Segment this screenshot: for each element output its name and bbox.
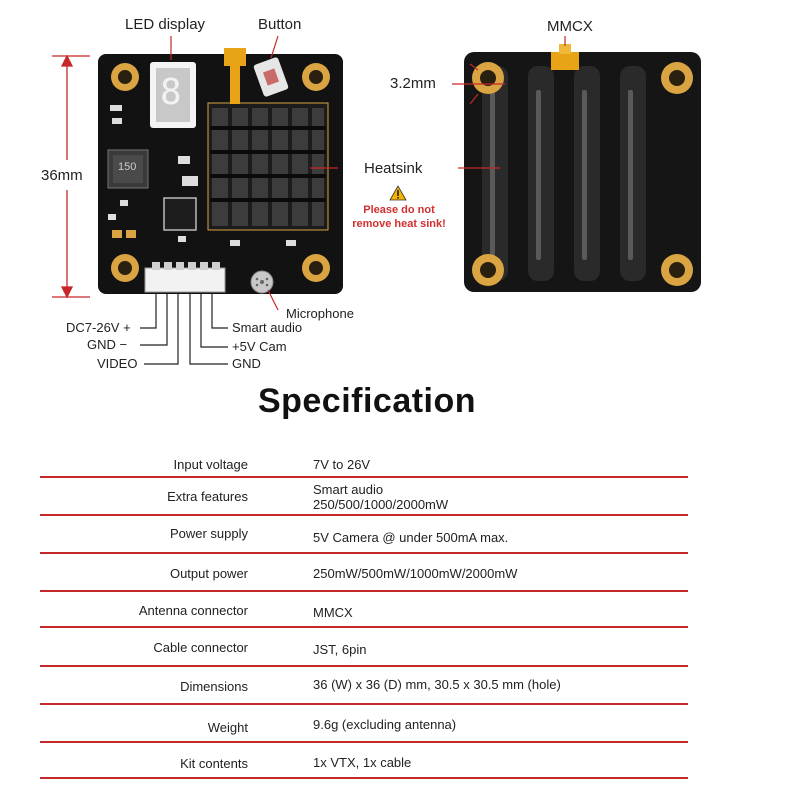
heatsink-warning: Please do not remove heat sink! (340, 203, 458, 231)
spec-value: MMCX (313, 605, 353, 620)
smd-components (108, 105, 296, 246)
label-leader-lines (452, 36, 566, 169)
warning-line-2: remove heat sink! (352, 218, 446, 230)
pcb-front (98, 35, 343, 365)
spec-name: Output power (169, 566, 248, 581)
spec-name: Input voltage (173, 457, 248, 472)
label-mmcx: MMCX (547, 18, 593, 35)
spec-value-line-2: 250/500/1000/2000mW (313, 497, 449, 512)
ic-chip (163, 197, 197, 231)
vtx-diagram (52, 35, 701, 365)
spec-divider (40, 777, 688, 779)
spec-value: 5V Camera @ under 500mA max. (313, 530, 509, 545)
page-title: Specification (257, 382, 477, 420)
spec-value: JST, 6pin (313, 642, 367, 657)
spec-value: 1x VTX, 1x cable (313, 755, 412, 770)
pin-leader-lines (140, 294, 228, 365)
led-display (150, 62, 196, 128)
label-led-display: LED display (125, 16, 206, 33)
spec-name: Weight (207, 720, 248, 735)
spec-value: 250mW/500mW/1000mW/2000mW (313, 566, 518, 581)
label-pin-video: VIDEO (97, 356, 138, 371)
label-microphone: Microphone (286, 306, 354, 321)
heatsink-front (207, 102, 329, 231)
dimension-arrow-36mm (52, 54, 90, 299)
spec-value: 9.6g (excluding antenna) (313, 717, 457, 732)
microphone (250, 270, 274, 294)
spec-name: Extra features (167, 489, 248, 504)
push-button (253, 57, 289, 97)
spec-divider (40, 514, 688, 516)
led-digit: 8. (160, 72, 204, 113)
mmcx-connector-back (551, 44, 579, 70)
mmcx-connector-front (224, 48, 246, 104)
spec-divider (40, 741, 688, 743)
label-pin-gnd-2: GND (232, 356, 261, 371)
inductor-marking: 150 (118, 161, 137, 173)
mounting-hole (472, 62, 693, 286)
spec-value: 7V to 26V (313, 457, 371, 472)
label-leader-lines (170, 35, 338, 311)
label-button: Button (258, 16, 302, 33)
spec-name: Power supply (169, 526, 248, 541)
warning-line-1: Please do not (363, 204, 435, 216)
spec-divider (40, 552, 688, 554)
spec-name: Dimensions (180, 679, 248, 694)
spec-value: Smart audio (313, 482, 384, 497)
spec-name: Kit contents (180, 756, 248, 771)
spec-name: Cable connector (153, 640, 248, 655)
warning-icon (389, 185, 407, 201)
label-dimension-36mm: 36mm (41, 167, 83, 184)
label-pin-gnd-1: GND − (87, 337, 128, 352)
spec-name: Antenna connector (138, 603, 248, 618)
label-pin-dc: DC7-26V + (66, 320, 131, 335)
mounting-hole (111, 63, 330, 282)
spec-divider (40, 590, 688, 592)
jst-connector (144, 262, 226, 293)
spec-divider (40, 626, 688, 628)
spec-divider (40, 703, 688, 705)
label-heatsink: Heatsink (364, 160, 423, 177)
inductor (107, 149, 149, 189)
label-pin-5v-cam: +5V Cam (232, 339, 287, 354)
spec-divider (40, 665, 688, 667)
spec-value: 36 (W) x 36 (D) mm, 30.5 x 30.5 mm (hole… (313, 677, 561, 692)
vtx-back-view (452, 36, 701, 292)
label-pin-smart-audio: Smart audio (232, 320, 303, 335)
label-hole-3-2mm: 3.2mm (390, 75, 436, 92)
spec-divider (40, 476, 688, 478)
